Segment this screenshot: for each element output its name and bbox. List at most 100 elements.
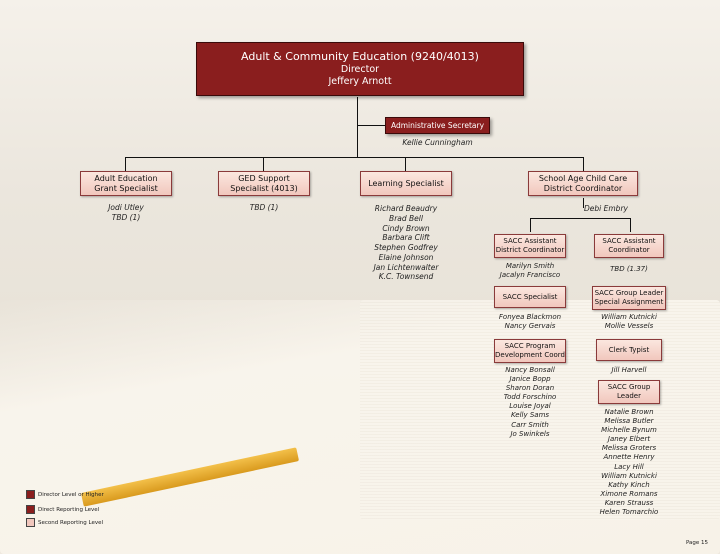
staff-name: Ximone Romans [600, 489, 658, 498]
connector-line [583, 198, 584, 208]
position-title: SACC Assistant District Coordinator [495, 237, 565, 254]
staff-name: Helen Tomarchio [599, 508, 659, 517]
staff-name: Jill Harvell [611, 366, 647, 374]
staff-name: Richard Beaudry [374, 204, 438, 213]
connector-line [357, 97, 358, 157]
position-title: SACC Assistant Coordinator [602, 237, 656, 254]
legend-item-second-reporting: Second Reporting Level [26, 518, 103, 527]
staff-list: William Kutnicki Mollie Vessels [592, 313, 666, 331]
staff-list: Fonyea Blackmon Nancy Gervais [492, 313, 568, 331]
staff-name: Melissa Butler [604, 417, 654, 426]
position-title: GED Support Specialist (4013) [230, 173, 298, 193]
staff-name: Nancy Bonsall [505, 366, 555, 374]
position-box-ged-support[interactable]: GED Support Specialist (4013) [218, 171, 310, 196]
legend-swatch [26, 490, 35, 499]
connector-line [125, 157, 583, 158]
connector-line [630, 218, 631, 232]
staff-name: Marilyn Smith [505, 262, 555, 270]
staff-name: Todd Forschino [503, 393, 557, 402]
staff-list: TBD (1) [218, 203, 310, 213]
staff-name: TBD (1) [111, 212, 141, 222]
staff-name: Fonyea Blackmon [498, 313, 562, 321]
staff-name: Kathy Kinch [608, 480, 650, 489]
staff-name: Jo Swinkels [510, 429, 550, 438]
staff-name: Louise Joyal [509, 402, 551, 411]
legend-item-direct-reporting: Direct Reporting Level [26, 505, 99, 514]
position-box-learning-specialist[interactable]: Learning Specialist [360, 171, 452, 196]
connector-line [405, 157, 406, 171]
position-box-sacc-program-development[interactable]: SACC Program Development Coord [494, 339, 566, 363]
position-box-sacc-district-coordinator[interactable]: School Age Child Care District Coordinat… [528, 171, 638, 196]
page-number: Page 15 [685, 540, 708, 546]
connector-line [530, 218, 531, 232]
position-box-sacc-group-leader[interactable]: SACC Group Leader [598, 380, 660, 404]
staff-name: Natalie Brown [604, 408, 654, 416]
position-title: SACC Program Development Coord [495, 342, 565, 359]
staff-name: Jacalyn Francisco [499, 271, 561, 280]
staff-list: Natalie Brown Melissa Butler Michelle By… [590, 408, 668, 517]
position-box-sacc-group-leader-special[interactable]: SACC Group Leader Special Assignment [592, 286, 666, 310]
staff-list: Marilyn Smith Jacalyn Francisco [492, 262, 568, 280]
staff-list: Nancy Bonsall Janice Bopp Sharon Doran T… [492, 366, 568, 439]
connector-line [530, 218, 630, 219]
director-box[interactable]: Adult & Community Education (9240/4013) … [196, 42, 524, 96]
position-title: SACC Group Leader Special Assignment [594, 289, 664, 306]
director-role: Director [340, 64, 380, 75]
legend-label: Direct Reporting Level [38, 506, 100, 513]
connector-line [583, 157, 584, 171]
secretary-name: Kellie Cunningham [402, 138, 473, 147]
staff-name: Jodi Utley [108, 203, 144, 212]
staff-list: Jill Harvell [592, 366, 666, 375]
staff-name: Nancy Gervais [504, 322, 556, 331]
staff-name: William Kutnicki [601, 471, 657, 480]
staff-name: TBD (1.37) [610, 265, 648, 273]
position-box-grant-specialist[interactable]: Adult Education Grant Specialist [80, 171, 172, 196]
staff-name: Annette Henry [603, 453, 655, 462]
position-box-sacc-assistant-coordinator[interactable]: SACC Assistant Coordinator [594, 234, 664, 258]
position-title: Clerk Typist [608, 345, 650, 354]
staff-name: Stephen Godfrey [374, 243, 438, 252]
legend-swatch [26, 505, 35, 514]
staff-name: Barbara Clift [382, 233, 430, 243]
position-title: Learning Specialist [368, 178, 444, 188]
staff-name: Sharon Doran [505, 384, 555, 393]
staff-name: Carr Smith [511, 420, 549, 429]
staff-name: TBD (1) [249, 203, 279, 212]
staff-list: Richard Beaudry Brad Bell Cindy Brown Ba… [354, 204, 458, 282]
staff-name: Cindy Brown [382, 223, 430, 233]
position-box-sacc-assistant-district-coordinator[interactable]: SACC Assistant District Coordinator [494, 234, 566, 258]
staff-list: Debi Embry [560, 204, 652, 214]
director-name: Jeffery Arnott [328, 75, 392, 87]
legend-swatch [26, 518, 35, 527]
staff-name: William Kutnicki [601, 313, 657, 321]
position-title: Adult Education Grant Specialist [94, 173, 158, 193]
staff-name: Kelly Sams [510, 411, 550, 420]
staff-name: Mollie Vessels [604, 322, 654, 331]
legend-label: Director Level or Higher [38, 491, 104, 498]
staff-name: K.C. Townsend [378, 272, 434, 282]
staff-name: Janice Bopp [509, 375, 551, 384]
legend-label: Second Reporting Level [38, 519, 103, 526]
staff-name: Elaine Johnson [378, 252, 434, 262]
connector-line [357, 125, 385, 126]
staff-list: TBD (1.37) [592, 265, 666, 274]
director-title: Adult & Community Education (9240/4013) [241, 50, 479, 64]
staff-name: Michelle Bynum [601, 426, 657, 435]
position-title: School Age Child Care District Coordinat… [538, 173, 628, 193]
staff-name: Jan Lichtenwalter [373, 262, 439, 272]
connector-line [125, 157, 126, 171]
secretary-title: Administrative Secretary [390, 120, 485, 130]
legend-item-director-level: Director Level or Higher [26, 490, 104, 499]
position-box-clerk-typist[interactable]: Clerk Typist [596, 339, 662, 361]
connector-line [263, 157, 264, 171]
position-box-sacc-specialist[interactable]: SACC Specialist [494, 286, 566, 308]
staff-name: Janey Elbert [607, 435, 651, 444]
staff-name: Brad Bell [389, 213, 423, 223]
position-title: SACC Group Leader [607, 383, 651, 400]
position-title: SACC Specialist [502, 292, 558, 301]
staff-name: Melissa Groters [601, 444, 657, 453]
staff-list: Jodi Utley TBD (1) [80, 203, 172, 223]
staff-name: Debi Embry [584, 204, 628, 213]
book-pages-decoration [360, 300, 720, 520]
secretary-box[interactable]: Administrative Secretary [385, 117, 490, 134]
